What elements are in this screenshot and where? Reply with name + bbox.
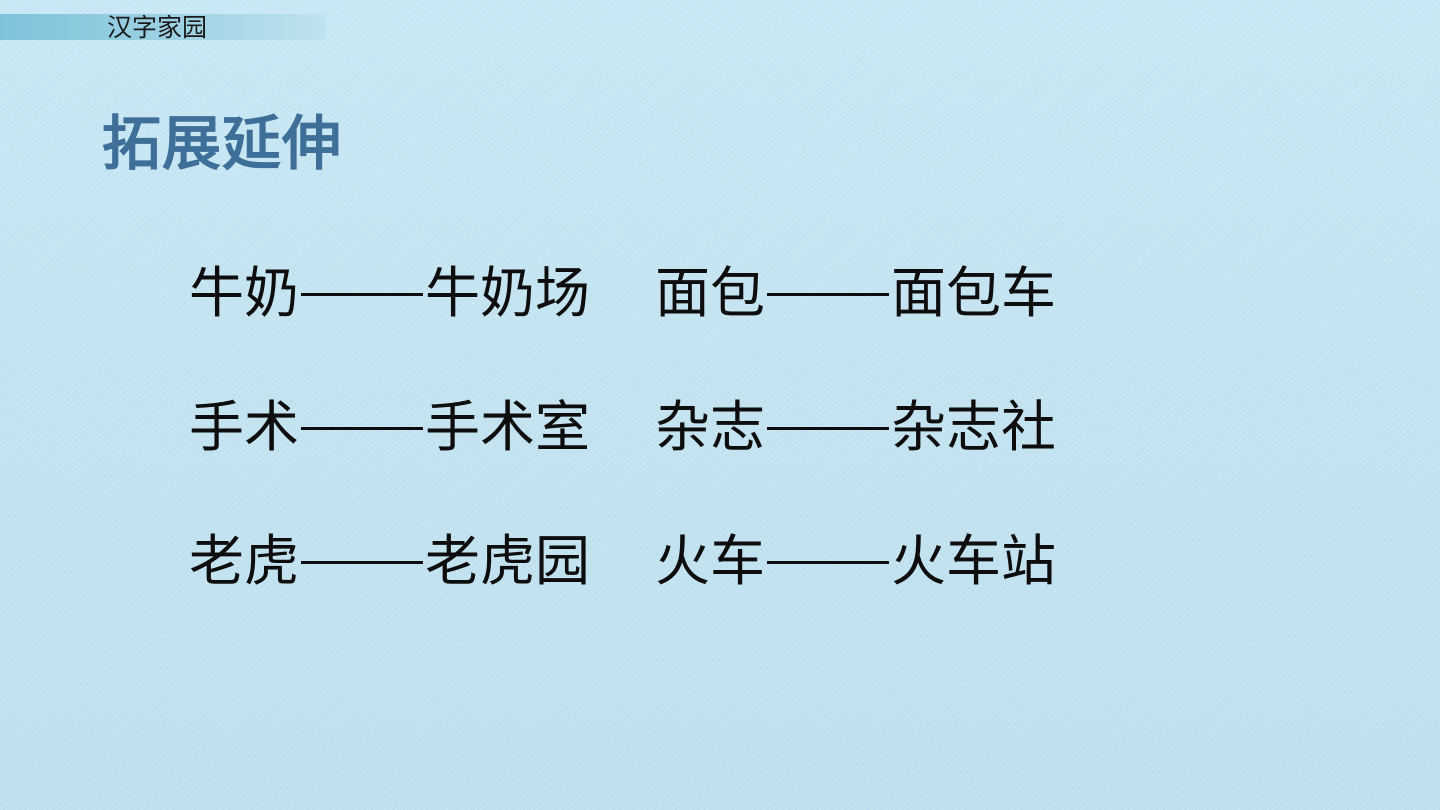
word-row: 手术 手术室 杂志 杂志社 — [189, 389, 1089, 465]
dash-connector — [301, 427, 424, 431]
section-bar — [0, 14, 326, 40]
base-word: 手术 — [189, 395, 300, 459]
extended-word: 老虎园 — [425, 529, 591, 593]
page-title: 拓展延伸 — [102, 109, 343, 178]
base-word: 火车 — [655, 529, 766, 593]
base-word: 牛奶 — [189, 261, 300, 325]
word-pair: 面包 面包车 — [655, 255, 1056, 331]
base-word: 老虎 — [189, 529, 300, 593]
word-pair: 手术 手术室 — [189, 389, 590, 465]
dash-connector — [301, 293, 424, 297]
word-row: 老虎 老虎园 火车 火车站 — [189, 523, 1089, 599]
word-pair: 牛奶 牛奶场 — [189, 255, 590, 331]
extended-word: 杂志社 — [891, 395, 1057, 459]
word-row: 牛奶 牛奶场 面包 面包车 — [189, 255, 1089, 331]
extended-word: 牛奶场 — [425, 261, 591, 325]
dash-connector — [301, 561, 424, 565]
base-word: 杂志 — [655, 395, 766, 459]
dash-connector — [767, 561, 890, 565]
section-label: 汉字家园 — [107, 13, 208, 42]
base-word: 面包 — [655, 261, 766, 325]
word-pair: 老虎 老虎园 — [189, 523, 590, 599]
word-pair: 火车 火车站 — [655, 523, 1056, 599]
word-pair: 杂志 杂志社 — [655, 389, 1056, 465]
extended-word: 手术室 — [425, 395, 591, 459]
dash-connector — [767, 293, 890, 297]
extended-word: 面包车 — [891, 261, 1057, 325]
dash-connector — [767, 427, 890, 431]
extended-word: 火车站 — [891, 529, 1057, 593]
